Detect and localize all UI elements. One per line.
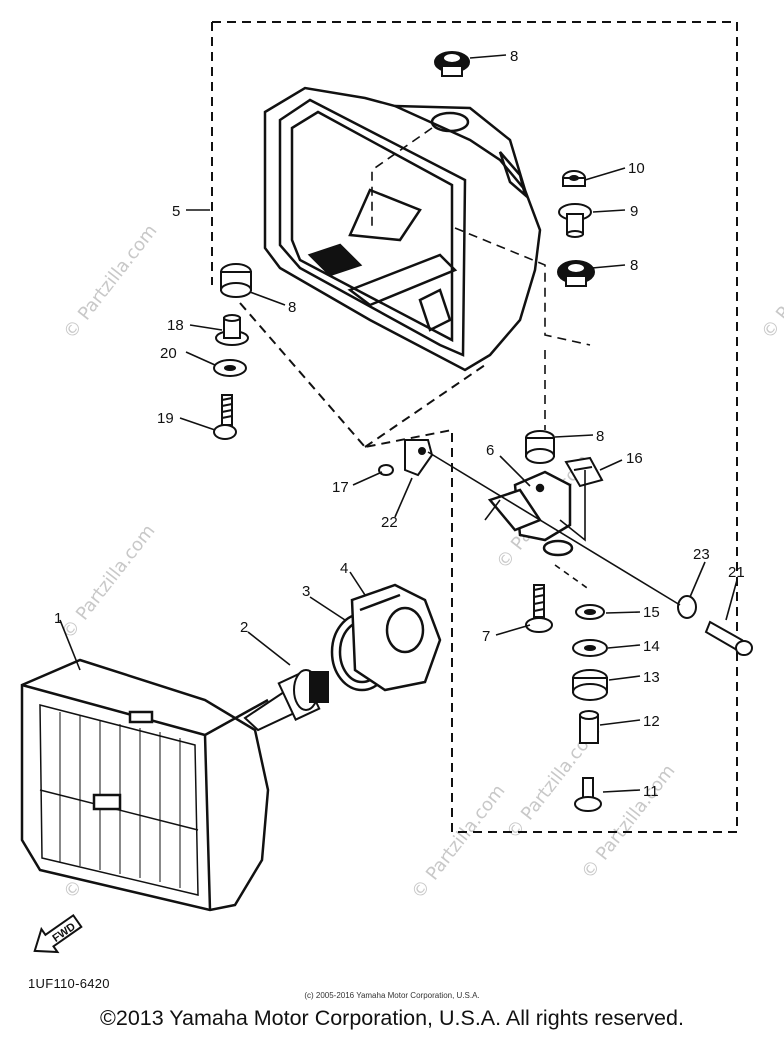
grommet-part-8 — [220, 263, 252, 298]
callout-15: 15 — [643, 604, 660, 621]
callout-5: 5 — [172, 203, 180, 220]
callout-8d: 8 — [596, 428, 604, 445]
bolt-part-19 — [213, 394, 237, 440]
watermark: © Partzilla.com — [57, 521, 159, 643]
nut-part-15 — [575, 604, 605, 620]
headlight-housing — [263, 86, 542, 372]
callout-14: 14 — [643, 638, 660, 655]
callout-9: 9 — [630, 203, 638, 220]
callout-7: 7 — [482, 628, 490, 645]
callout-18: 18 — [167, 317, 184, 334]
grommet-part-8 — [434, 51, 470, 77]
watermark: © Partzilla.com — [407, 781, 509, 903]
socket-part-4 — [350, 583, 442, 692]
washer-part-20 — [213, 359, 247, 377]
callouts: 1 2 3 4 5 6 7 8 8 8 8 9 10 11 12 13 14 1… — [54, 48, 745, 800]
nut-part-16 — [564, 456, 604, 488]
watermark: © Partzilla.com — [59, 221, 161, 343]
callout-8b: 8 — [630, 257, 638, 274]
grommet-part-8 — [525, 430, 555, 464]
callout-13: 13 — [643, 669, 660, 686]
screw-part-17 — [378, 464, 394, 476]
callout-16: 16 — [626, 450, 643, 467]
headlight-lens-part-1 — [20, 658, 270, 912]
callout-21: 21 — [728, 564, 745, 581]
collar-part-18 — [215, 314, 249, 346]
screw-part-21 — [704, 620, 753, 656]
callout-20: 20 — [160, 345, 177, 362]
bolt-part-11 — [574, 777, 602, 812]
assembly-boundary — [211, 21, 738, 833]
watermark: © Partzilla.com — [757, 221, 784, 343]
callout-8c: 8 — [288, 299, 296, 316]
grommet-part-8 — [557, 260, 595, 287]
callout-6: 6 — [486, 442, 494, 459]
collar-part-12 — [579, 710, 599, 744]
bulb-part-2 — [243, 669, 329, 732]
callout-4: 4 — [340, 560, 348, 577]
callout-10: 10 — [628, 160, 645, 177]
leader-lines — [59, 54, 738, 793]
small-copyright: (c) 2005-2016 Yamaha Motor Corporation, … — [304, 991, 480, 1000]
bracket-part-6 — [487, 470, 574, 557]
callout-17: 17 — [332, 479, 349, 496]
callout-11: 11 — [643, 783, 659, 800]
forward-arrow-icon: FWD — [33, 913, 83, 954]
callout-8a: 8 — [510, 48, 518, 65]
damper-part-13 — [572, 669, 608, 701]
callout-3: 3 — [302, 583, 310, 600]
callout-2: 2 — [240, 619, 248, 636]
nut-part-10 — [562, 170, 586, 187]
callout-22: 22 — [381, 514, 398, 531]
bolt-part-7 — [525, 584, 553, 633]
callout-1: 1 — [54, 610, 62, 627]
callout-12: 12 — [643, 713, 660, 730]
callout-23: 23 — [693, 546, 710, 563]
diagram-code: 1UF110-6420 — [28, 976, 110, 991]
washer-part-23 — [677, 595, 697, 619]
collar-part-9 — [558, 203, 592, 238]
callout-19: 19 — [157, 410, 174, 427]
bracket-part-22 — [404, 439, 434, 477]
copyright-notice: ©2013 Yamaha Motor Corporation, U.S.A. A… — [100, 1006, 684, 1030]
washer-part-14 — [572, 639, 608, 657]
